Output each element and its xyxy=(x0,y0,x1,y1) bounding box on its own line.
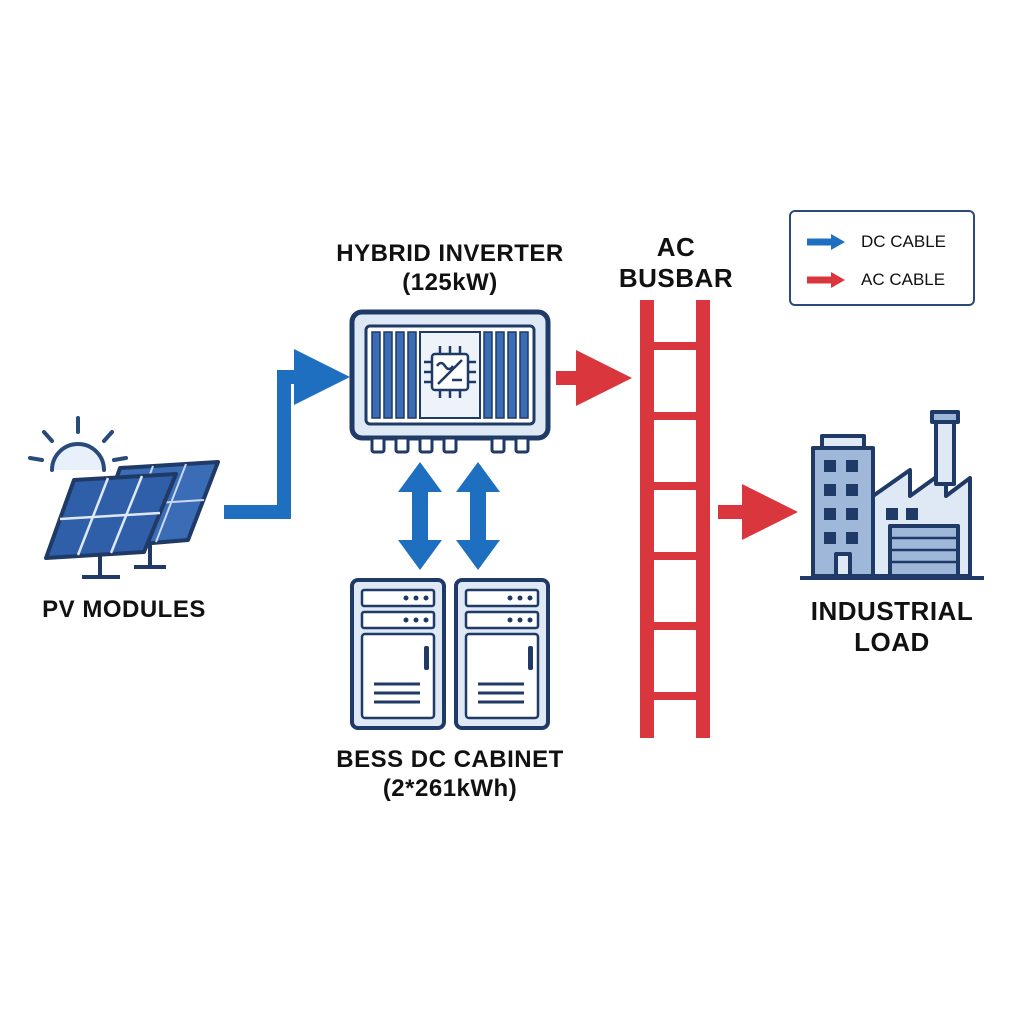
legend-dc-row: DC CABLE xyxy=(805,230,946,254)
busbar-label: AC BUSBAR xyxy=(618,232,734,294)
dc-cable-pv-to-inverter xyxy=(224,349,350,519)
chip-icon xyxy=(424,346,476,398)
busbar-icon xyxy=(640,300,710,738)
inverter-label: HYBRID INVERTER (125kW) xyxy=(336,240,564,296)
pv-modules-label: PV MODULES xyxy=(42,596,206,623)
sun-icon xyxy=(28,416,128,472)
factory-building-icon xyxy=(800,410,984,580)
legend: DC CABLE AC CABLE xyxy=(789,210,975,306)
battery-cabinet-icon xyxy=(350,578,550,730)
industrial-load-label: INDUSTRIAL LOAD xyxy=(810,596,974,658)
bess-label: BESS DC CABINET (2*261kWh) xyxy=(336,746,564,802)
legend-dc-label: DC CABLE xyxy=(861,232,947,251)
legend-ac-label: AC CABLE xyxy=(861,270,946,289)
inverter-icon xyxy=(349,309,551,454)
legend-ac-row: AC CABLE xyxy=(805,268,945,292)
dc-cable-inverter-bess xyxy=(398,462,500,570)
ac-arrow-icon xyxy=(807,272,845,288)
solar-panel-icon xyxy=(44,460,220,579)
dc-arrow-icon xyxy=(807,234,845,250)
